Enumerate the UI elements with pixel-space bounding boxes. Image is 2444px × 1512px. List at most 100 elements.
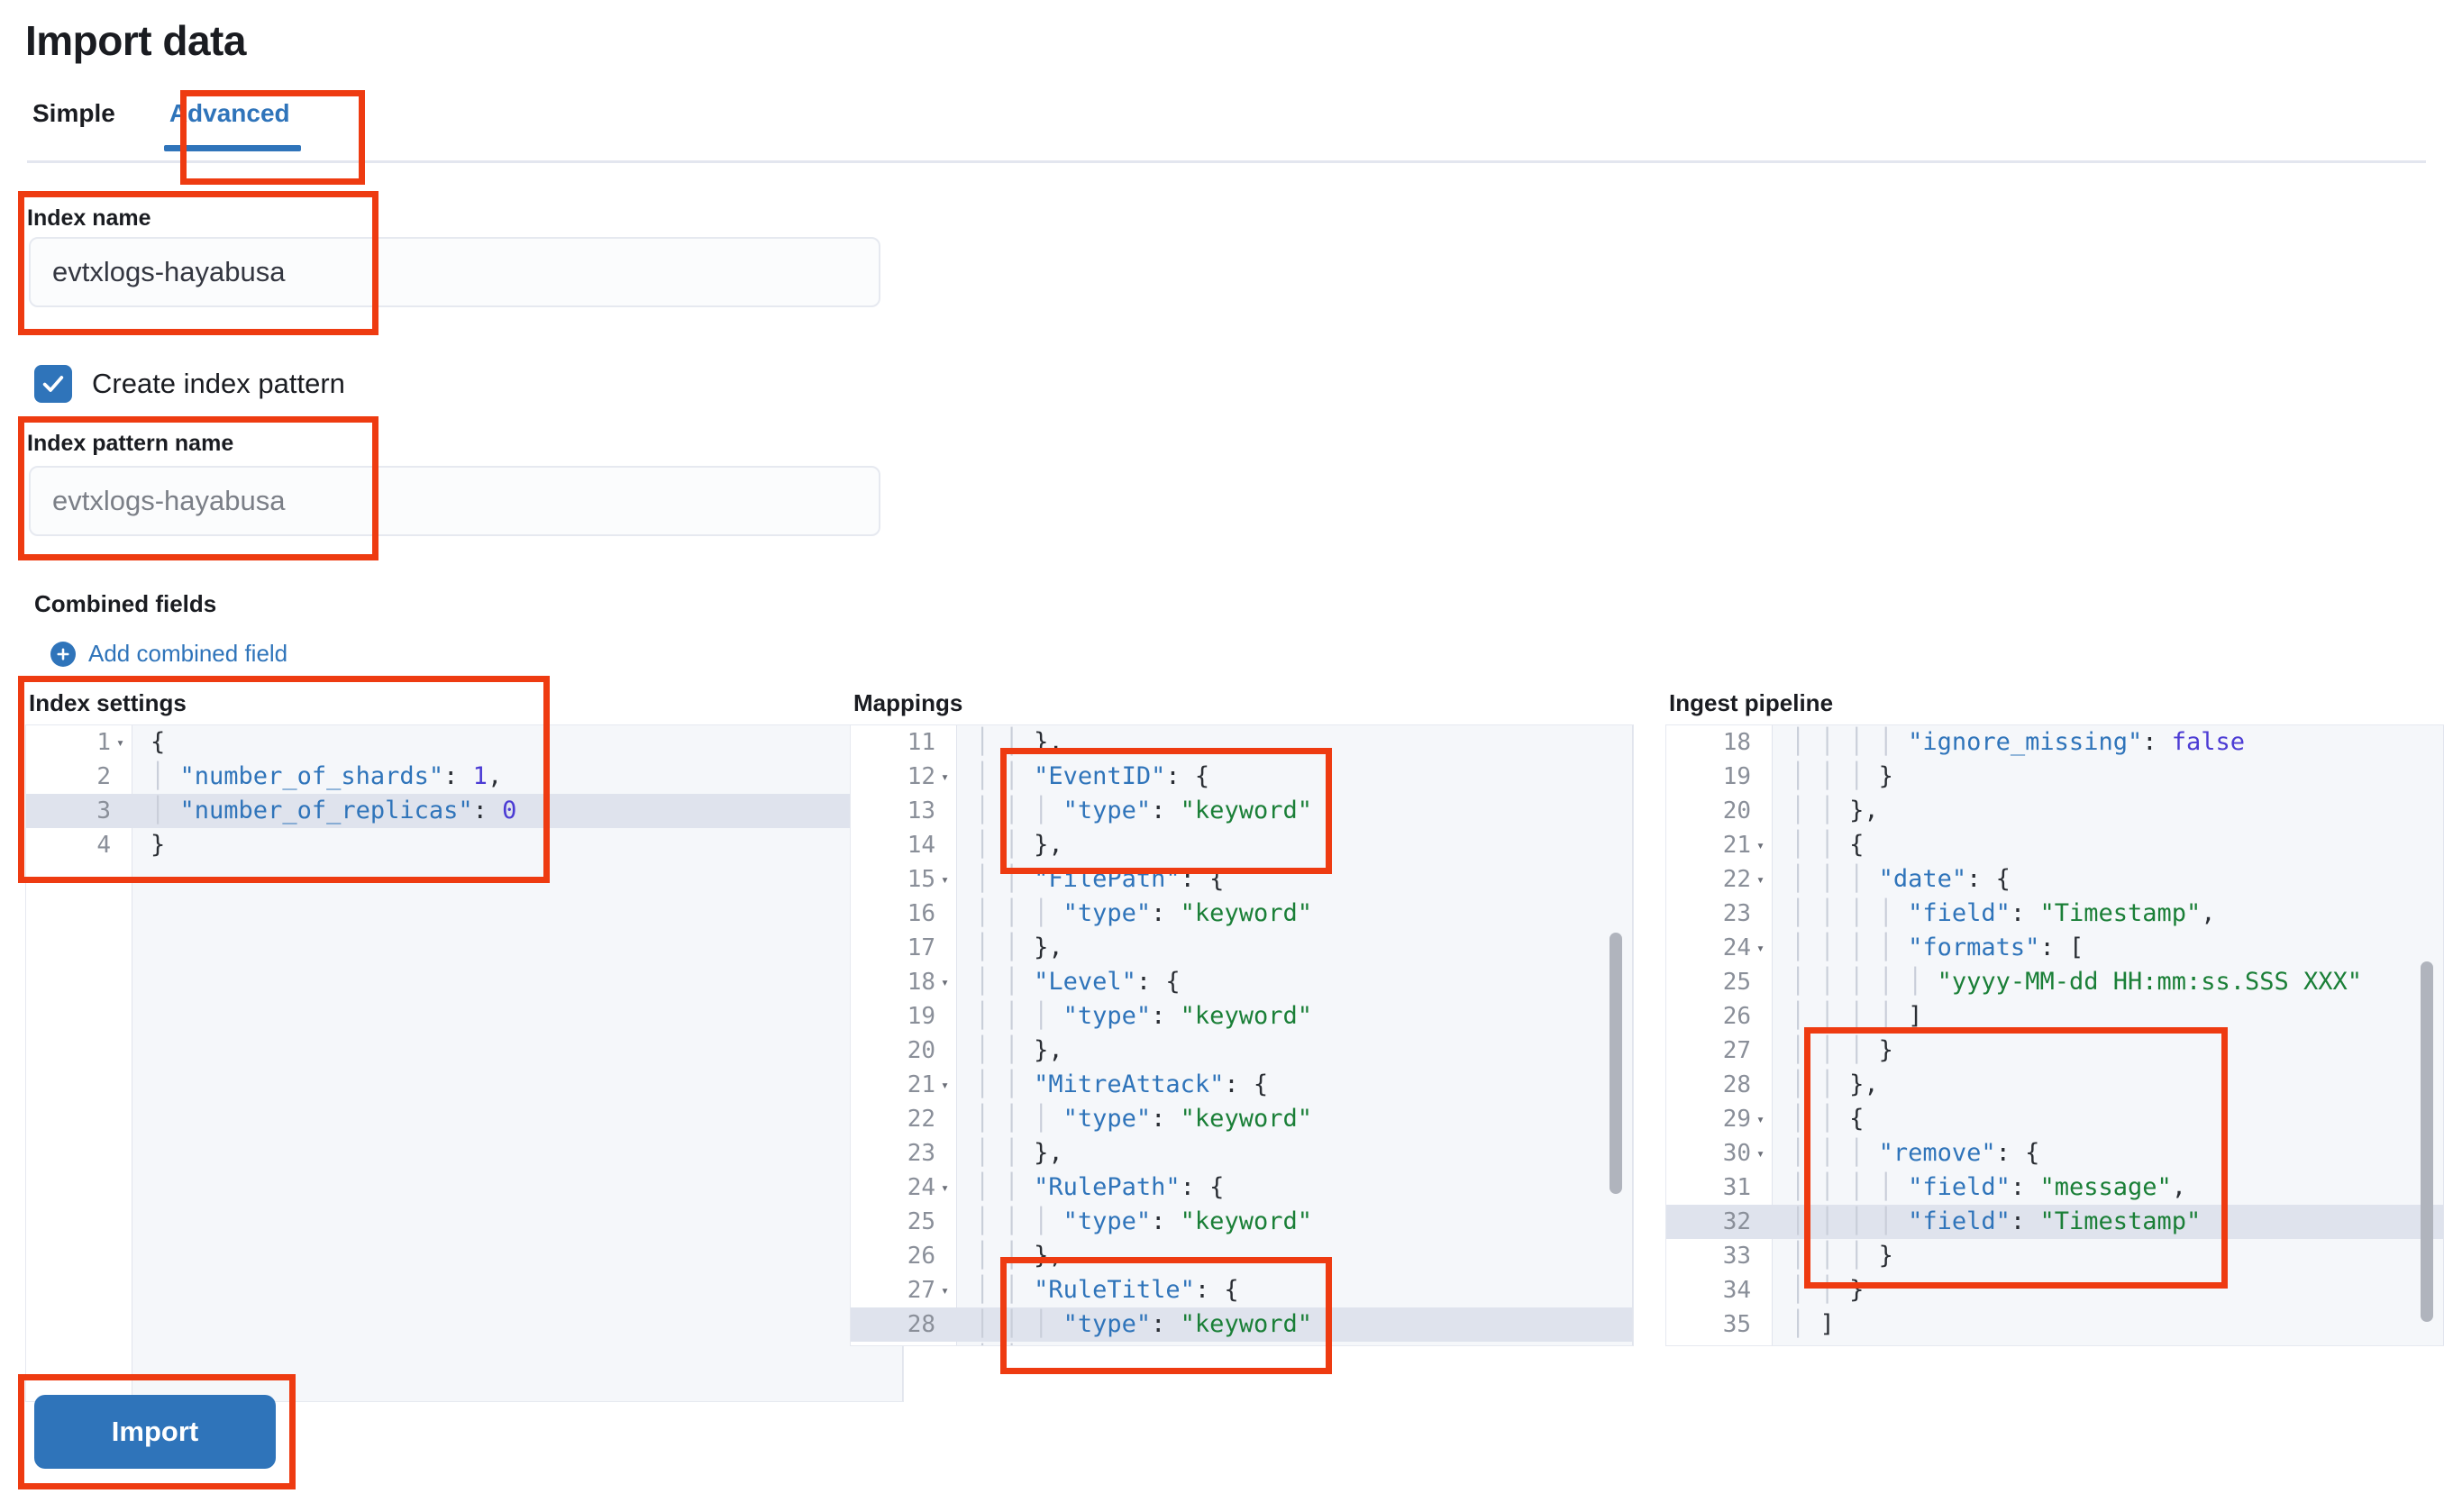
code-text: │ │ │ │ "field": "message", — [1791, 1173, 2187, 1201]
code-line: 20│ │ }, — [851, 1034, 1633, 1068]
code-line: 34│ │ } — [1666, 1273, 2444, 1307]
line-number: 14 — [907, 832, 935, 859]
code-text: │ │ │ "date": { — [1791, 865, 2011, 893]
code-text: │ │ "EventID": { — [975, 762, 1210, 790]
code-line: 26 │ │ }, — [851, 1239, 1633, 1273]
ingest-pipeline-title: Ingest pipeline — [1669, 689, 1834, 716]
import-button[interactable]: Import — [34, 1395, 276, 1469]
line-number: 33 — [1722, 1243, 1751, 1270]
line-number: 29 — [1722, 1106, 1751, 1133]
code-text: │ │ │ "remove": { — [1791, 1139, 2040, 1167]
code-line: 14 │ │ }, — [851, 828, 1633, 862]
line-number: 22 — [907, 1106, 935, 1133]
code-line: 18 ▾ │ │ "Level": { — [851, 965, 1633, 999]
line-number: 13 — [907, 797, 935, 824]
code-line: 24▾│ │ │ │ "formats": [ — [1666, 931, 2444, 965]
code-text: │ │ }, — [975, 831, 1063, 859]
fold-toggle-icon[interactable]: ▾ — [941, 871, 950, 888]
fold-toggle-icon[interactable]: ▾ — [941, 1077, 950, 1093]
code-line: 15▾│ │ "FilePath": { — [851, 862, 1633, 897]
fold-toggle-icon[interactable]: ▾ — [1756, 871, 1765, 888]
line-number: 28 — [1722, 1071, 1751, 1098]
fold-toggle-icon[interactable]: ▾ — [1756, 837, 1765, 853]
gutter — [26, 725, 132, 1401]
line-number: 16 — [907, 900, 935, 927]
code-line: 20│ │ }, — [1666, 794, 2444, 828]
line-number: 2 — [96, 763, 111, 790]
mappings-title: Mappings — [853, 689, 963, 716]
code-text: │ │ │ │ "field": "Timestamp", — [1791, 899, 2216, 927]
line-number: 35 — [1722, 1311, 1751, 1338]
check-icon — [42, 376, 64, 392]
code-text: │ │ │ "type": "keyword" — [975, 1207, 1312, 1235]
code-line: 19│ │ │ } — [1666, 760, 2444, 794]
gutter — [1666, 725, 1773, 1345]
line-number: 34 — [1722, 1277, 1751, 1304]
line-number: 28 — [907, 1311, 935, 1338]
index-settings-editor[interactable]: 1▾{2│ "number_of_shards": 1,3│ "number_o… — [25, 724, 904, 1402]
index-name-input[interactable]: evtxlogs-hayabusa — [29, 237, 880, 307]
line-number: 17 — [907, 934, 935, 961]
code-line: 25│ │ │ "type": "keyword" — [851, 1205, 1633, 1239]
page-title: Import data — [25, 17, 246, 64]
fold-toggle-icon[interactable]: ▾ — [1756, 1145, 1765, 1161]
line-number: 21 — [1722, 832, 1751, 859]
line-number: 19 — [907, 1003, 935, 1030]
code-text: │ "number_of_shards": 1, — [150, 762, 503, 790]
code-line: 17│ │ }, — [851, 931, 1633, 965]
code-line: 36} — [1666, 1342, 2444, 1345]
code-text: │ │ │ "type": "keyword" — [975, 899, 1312, 927]
code-line: 30 ▾ │ │ │ "remove": { — [1666, 1136, 2444, 1170]
line-number: 30 — [1722, 1140, 1751, 1167]
line-number: 12 — [907, 763, 935, 790]
code-text: │ ] — [1791, 1310, 1835, 1338]
line-number: 20 — [1722, 797, 1751, 824]
code-text: │ │ }, — [975, 1242, 1063, 1270]
fold-toggle-icon[interactable]: ▾ — [941, 1180, 950, 1196]
fold-toggle-icon[interactable]: ▾ — [1756, 940, 1765, 956]
mappings-panel: Mappings 11│ │ },12▾│ │ "EventID": {13│ … — [850, 689, 1634, 1346]
fold-toggle-icon[interactable]: ▾ — [941, 974, 950, 990]
fold-toggle-icon[interactable]: ▾ — [941, 769, 950, 785]
add-combined-field-label: Add combined field — [88, 640, 288, 667]
code-line: 12 ▾ │ │ "EventID": { — [851, 760, 1633, 794]
code-line: 13 │ │ │ "type": "keyword" — [851, 794, 1633, 828]
gutter — [851, 725, 957, 1345]
line-number: 23 — [1722, 900, 1751, 927]
code-line: 35 │ ] — [1666, 1307, 2444, 1342]
line-number: 26 — [907, 1243, 935, 1270]
tab-simple[interactable]: Simple — [27, 99, 142, 151]
add-combined-field-link[interactable]: Add combined field — [50, 640, 287, 668]
fold-toggle-icon[interactable]: ▾ — [941, 1282, 950, 1298]
code-line: 21▾│ │ "MitreAttack": { — [851, 1068, 1633, 1102]
code-line: 19│ │ │ "type": "keyword" — [851, 999, 1633, 1034]
create-index-pattern-label: Create index pattern — [92, 368, 345, 399]
code-line: 24▾│ │ "RulePath": { — [851, 1170, 1633, 1205]
code-line: 27▾│ │ "RuleTitle": { — [851, 1273, 1633, 1307]
line-number: 36 — [1666, 1342, 1756, 1345]
fold-toggle-icon[interactable]: ▾ — [1756, 1111, 1765, 1127]
ingest-pipeline-scrollbar[interactable] — [2421, 961, 2433, 1322]
code-text: │ │ }, — [975, 728, 1063, 756]
code-line: 3│ "number_of_replicas": 0 — [26, 794, 903, 828]
create-index-pattern-checkbox[interactable] — [34, 365, 72, 403]
code-text: │ │ }, — [975, 1139, 1063, 1167]
mappings-editor[interactable]: 11│ │ },12▾│ │ "EventID": {13│ │ │ "type… — [850, 724, 1634, 1346]
code-line: 31│ │ │ │ "field": "message", — [1666, 1170, 2444, 1205]
code-text: │ │ "Level": { — [975, 968, 1181, 996]
tab-bar: Simple Advanced — [27, 99, 317, 151]
code-line: 18│ │ │ │ "ignore_missing": false — [1666, 725, 2444, 760]
line-number: 18 — [907, 969, 935, 996]
fold-toggle-icon[interactable]: ▾ — [116, 734, 125, 751]
tab-advanced[interactable]: Advanced — [142, 99, 317, 151]
code-line: 29│ │ }, — [851, 1342, 1633, 1345]
create-index-pattern-row[interactable]: Create index pattern — [34, 365, 345, 403]
code-line: 26│ │ │ │ ] — [1666, 999, 2444, 1034]
line-number: 21 — [907, 1071, 935, 1098]
line-number: 15 — [907, 866, 935, 893]
code-text: │ │ │ "type": "keyword" — [975, 797, 1312, 824]
code-line: 2 │ "number_of_shards": 1, — [26, 760, 903, 794]
index-pattern-name-input[interactable]: evtxlogs-hayabusa — [29, 466, 880, 536]
mappings-scrollbar[interactable] — [1610, 933, 1622, 1194]
